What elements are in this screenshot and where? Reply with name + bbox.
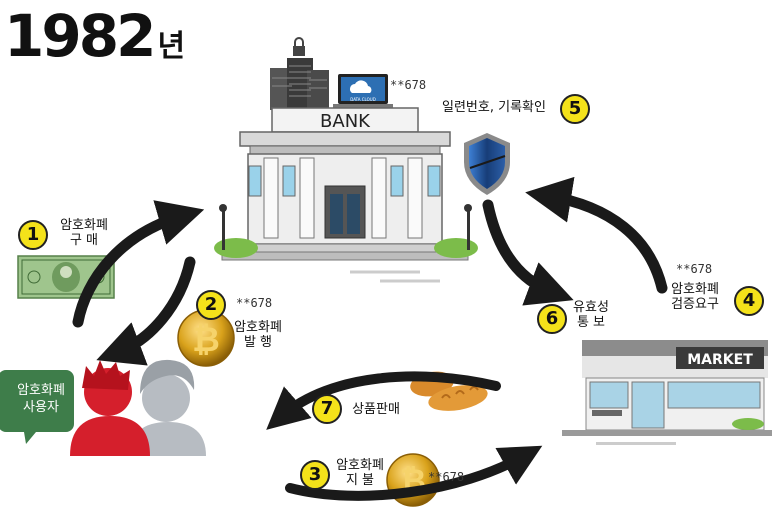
step-6-badge: 6: [537, 304, 567, 334]
step-5-badge: 5: [560, 94, 590, 124]
crypto-user-bubble: [0, 370, 74, 444]
step-1-label: 암호화폐 구 매: [52, 218, 116, 248]
bubble-label: 암호화폐 사용자: [6, 382, 76, 416]
step-7-badge: 7: [312, 394, 342, 424]
step-4-line2: 검증요구: [671, 297, 719, 312]
step-3-line1: 암호화폐: [336, 458, 384, 473]
step-1-badge: 1: [18, 220, 48, 250]
step-2-line2: 발 행: [243, 335, 273, 350]
arrow-notify: [482, 199, 574, 306]
bank-illustration: DATA CLOUD BANK: [214, 37, 478, 283]
arrow-verify: [525, 176, 668, 294]
crypto-user-avatars: [70, 359, 206, 456]
step-5-code: **678: [390, 78, 427, 92]
bubble-line1: 암호화폐: [17, 383, 65, 398]
step-7-label: 상품판매: [352, 402, 400, 417]
bubble-line2: 사용자: [23, 400, 59, 415]
step-3-label: 암호화폐 지 불: [328, 458, 392, 488]
step-3-code: **678: [428, 470, 465, 484]
step-5-label: 일련번호, 기록확인: [442, 100, 546, 115]
market-sign: MARKET: [687, 352, 753, 368]
step-2-label: 암호화폐 발 행: [226, 320, 290, 350]
arrow-pay: [285, 445, 543, 501]
arrow-sale: [266, 371, 501, 430]
step-3-badge: 3: [300, 460, 330, 490]
step-4-code: **678: [676, 262, 713, 276]
step-2-badge: 2: [196, 290, 226, 320]
step-6-line1: 유효성: [573, 300, 609, 315]
server-label: DATA CLOUD: [350, 97, 376, 102]
step-6-line2: 통 보: [576, 315, 606, 330]
bitcoin-coin-icon: ₿: [177, 309, 235, 367]
step-2-line1: 암호화폐: [234, 320, 282, 335]
arrow-purchase: [72, 200, 205, 328]
year-number: 1982: [4, 2, 156, 70]
step-4-label: 암호화폐 검증요구: [662, 282, 728, 312]
year-suffix: 년: [157, 29, 186, 64]
flow-arrows: [72, 176, 668, 501]
step-3-line2: 지 불: [345, 473, 375, 488]
data-cloud-laptop-icon: DATA CLOUD: [333, 74, 393, 108]
step-6-label: 유효성 통 보: [568, 300, 614, 330]
svg-text:₿: ₿: [192, 320, 220, 360]
market-illustration: MARKET: [562, 340, 772, 445]
bank-sign: BANK: [320, 111, 371, 132]
step-4-badge: 4: [734, 286, 764, 316]
arrow-issue: [96, 256, 196, 366]
step-4-line1: 암호화폐: [671, 282, 719, 297]
server-rack-icon: [270, 37, 329, 110]
security-shield-icon: [464, 133, 510, 195]
step-2-code: **678: [236, 296, 273, 310]
step-1-line2: 구 매: [69, 233, 99, 248]
step-1-line1: 암호화폐: [60, 218, 108, 233]
